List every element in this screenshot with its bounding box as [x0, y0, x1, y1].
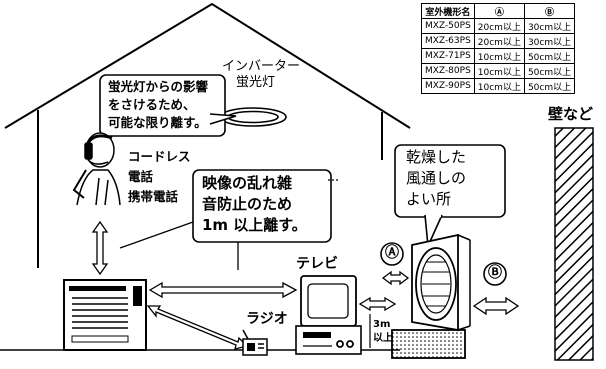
- fluorescent-note-box: [99, 74, 237, 137]
- cell-b: 50cm以上: [523, 63, 576, 79]
- dry-note-line3: よい所: [406, 190, 452, 208]
- phone-label-line2: 電話: [128, 169, 154, 184]
- cell-model: MXZ-80PS: [421, 63, 475, 79]
- cell-a: 20cm以上: [473, 18, 525, 34]
- fluorescent-note-line3: 可能な限り離す。: [108, 115, 207, 130]
- wall-label: 壁など: [548, 105, 594, 123]
- tv-label: テレビ: [296, 256, 338, 272]
- cell-b: 50cm以上: [523, 48, 576, 64]
- noise-note-line2: 音防止のため: [202, 195, 293, 213]
- phone-distance-arrow: [91, 220, 109, 276]
- distance-a-label: Ⓐ: [385, 245, 399, 261]
- header-model: 室外機形名: [421, 3, 475, 19]
- distance-b-label: Ⓑ: [488, 265, 502, 281]
- height-label-line1: 3m: [373, 319, 391, 330]
- tv-icon: [295, 275, 362, 355]
- phone-label-line1: コードレス: [128, 149, 191, 164]
- table-row: MXZ-80PS 10cm以上 50cm以上: [421, 63, 576, 79]
- tv-outdoor-arrow: [358, 296, 397, 312]
- unit-tv-arrow: [148, 281, 298, 299]
- radio-icon: [242, 329, 268, 356]
- cell-a: 10cm以上: [473, 63, 525, 79]
- noise-note-line1: 映像の乱れ雑: [202, 174, 293, 192]
- header-a: Ⓐ: [473, 3, 525, 19]
- cell-a: 10cm以上: [473, 48, 525, 64]
- table-row: MXZ-50PS 20cm以上 30cm以上: [421, 18, 576, 34]
- dry-note-line2: 風通しの: [406, 169, 467, 187]
- distance-b-marker: [472, 262, 520, 316]
- cell-b: 50cm以上: [523, 78, 576, 94]
- noise-note-line3: 1m 以上離す。: [202, 216, 307, 234]
- table-header-row: 室外機形名 Ⓐ Ⓑ: [421, 3, 576, 19]
- cell-model: MXZ-90PS: [421, 78, 475, 94]
- indoor-unit: [63, 279, 147, 351]
- table-row: MXZ-63PS 20cm以上 30cm以上: [421, 33, 576, 49]
- distance-a-marker: [380, 242, 410, 286]
- radio-label: ラジオ: [246, 311, 288, 327]
- wall-hatched: [554, 127, 594, 361]
- inverter-label-line2: 蛍光灯: [236, 75, 276, 90]
- cell-model: MXZ-50PS: [421, 18, 475, 34]
- unit-radio-arrow: [146, 305, 249, 350]
- table-row: MXZ-71PS 10cm以上 50cm以上: [421, 48, 576, 64]
- cell-model: MXZ-71PS: [421, 48, 475, 64]
- person-phone-icon: [72, 132, 121, 206]
- inverter-label-line1: インバーター: [222, 59, 301, 74]
- table-row: MXZ-90PS 10cm以上 50cm以上: [421, 78, 576, 94]
- model-distance-table: 室外機形名 Ⓐ Ⓑ MXZ-50PS 20cm以上 30cm以上 MXZ-63P…: [421, 3, 576, 94]
- cell-a: 10cm以上: [473, 78, 525, 94]
- fluorescent-note-line1: 蛍光灯からの影響: [108, 79, 209, 94]
- height-label-line2: 以上: [373, 333, 393, 344]
- header-b: Ⓑ: [523, 3, 576, 19]
- cell-b: 30cm以上: [523, 33, 576, 49]
- cell-a: 20cm以上: [473, 33, 525, 49]
- cell-b: 30cm以上: [523, 18, 576, 34]
- outdoor-unit: [391, 233, 471, 359]
- phone-label-line3: 携帯電話: [128, 189, 179, 204]
- noise-note-box: [119, 169, 340, 270]
- cell-model: MXZ-63PS: [421, 33, 475, 49]
- fluorescent-note-line2: をさけるため、: [108, 97, 196, 112]
- dry-place-note-box: [394, 144, 506, 250]
- dry-note-line1: 乾燥した: [406, 148, 467, 166]
